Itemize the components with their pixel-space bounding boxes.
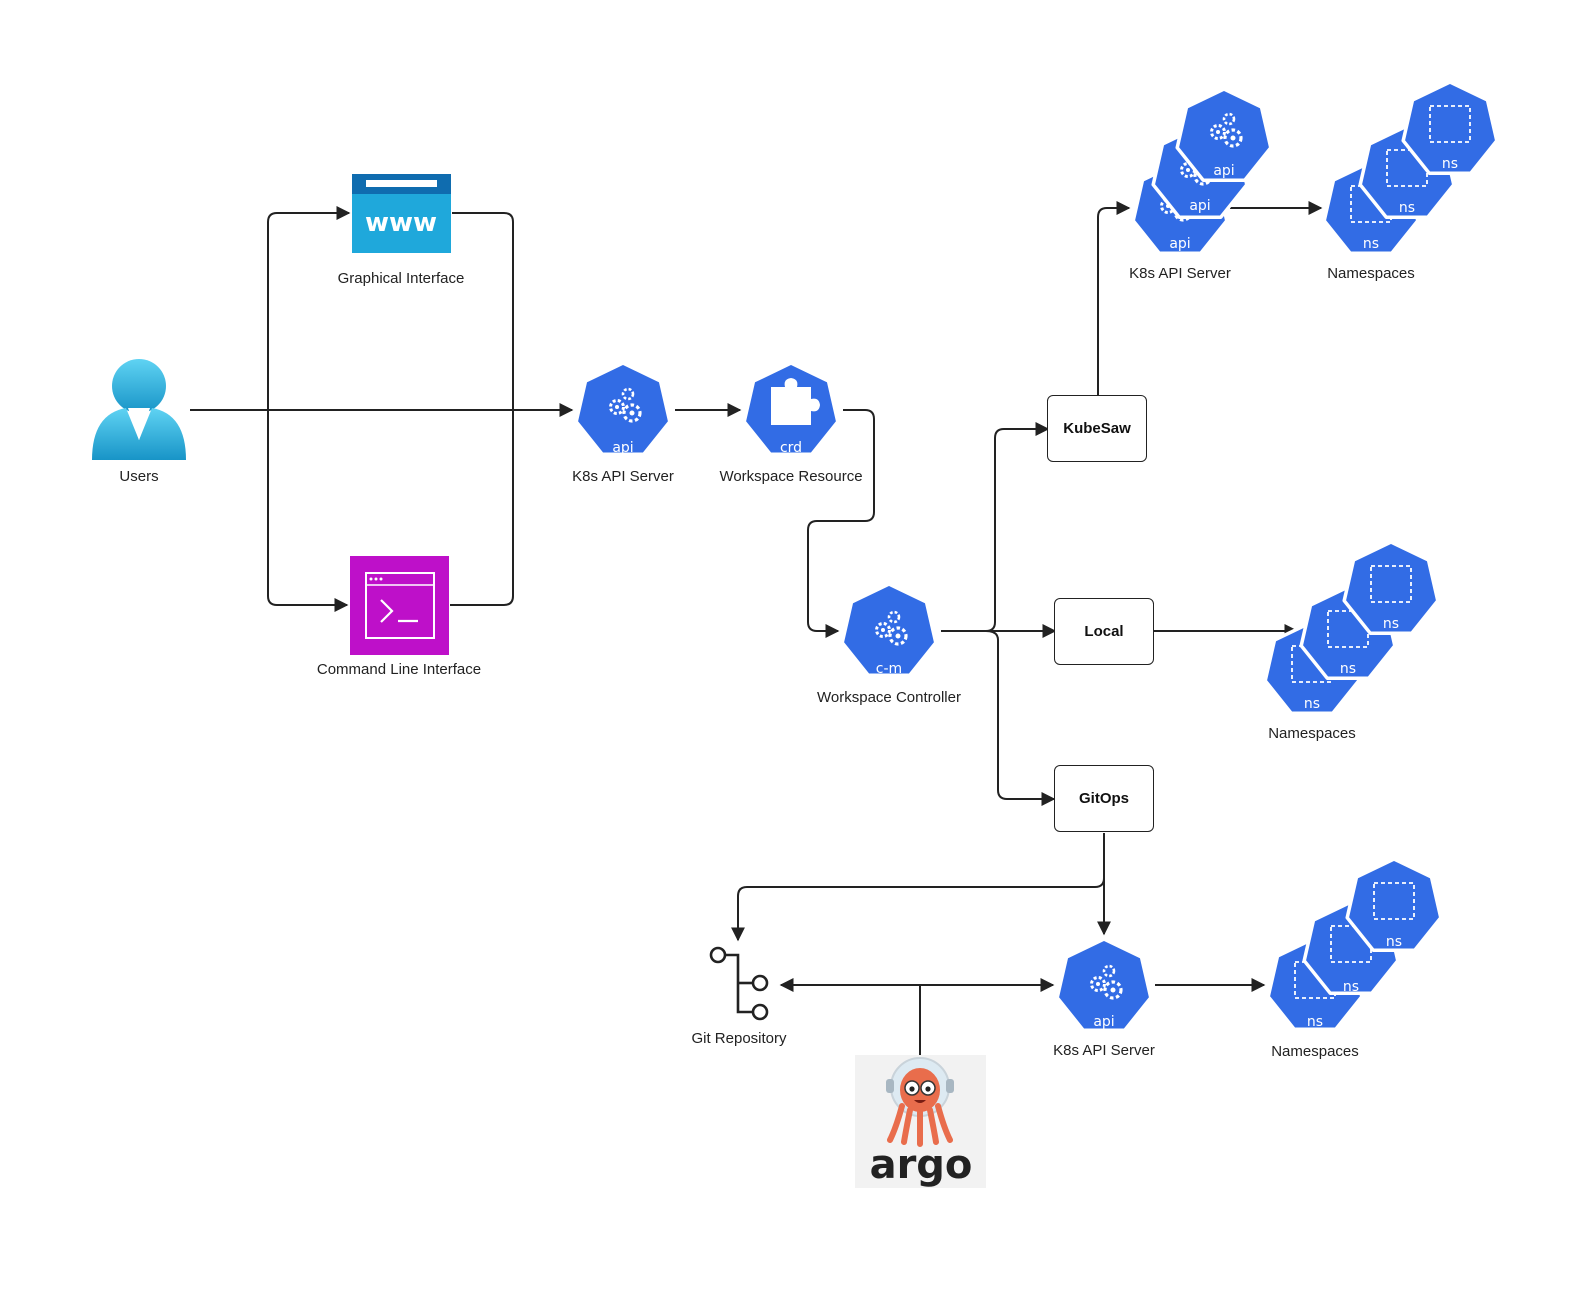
argo-wordmark: argo bbox=[870, 1142, 973, 1188]
svg-text:ns: ns bbox=[1442, 156, 1458, 172]
edge-cli-api bbox=[450, 410, 514, 606]
edge-controller-gitops bbox=[985, 630, 1056, 806]
ns-kubesaw-label: Namespaces bbox=[1327, 265, 1415, 282]
terminal-icon bbox=[350, 556, 449, 655]
namespaces-icon-gitops: ns ns ns bbox=[1266, 857, 1443, 1031]
namespaces-icon-kubesaw: ns ns ns bbox=[1322, 80, 1499, 255]
svg-text:ns: ns bbox=[1304, 696, 1320, 712]
k8s-api-cluster-icon: api api api bbox=[1131, 87, 1273, 255]
git-repo-label: Git Repository bbox=[691, 1030, 787, 1047]
ns-local-label: Namespaces bbox=[1268, 725, 1356, 742]
edge-crd-controller bbox=[807, 409, 875, 638]
ns-gitops-label: Namespaces bbox=[1271, 1043, 1359, 1060]
svg-text:api: api bbox=[1189, 198, 1210, 214]
www-icon-text: www bbox=[365, 208, 437, 238]
argo-logo: argo bbox=[855, 1055, 986, 1188]
api-badge: api bbox=[612, 440, 633, 456]
crd-puzzle-icon: crd bbox=[742, 361, 840, 456]
users-icon bbox=[92, 359, 186, 460]
gui-label: Graphical Interface bbox=[337, 270, 465, 287]
edge-gui-api bbox=[452, 212, 514, 410]
api-kubesaw-label: K8s API Server bbox=[1129, 265, 1231, 282]
kubesaw-box: KubeSaw bbox=[1047, 395, 1147, 462]
edge-gitops-repo bbox=[731, 833, 1105, 942]
api-gitops-label: K8s API Server bbox=[1053, 1042, 1155, 1059]
svg-text:ns: ns bbox=[1386, 934, 1402, 950]
edge-users-cli bbox=[267, 410, 349, 612]
svg-text:api: api bbox=[1093, 1014, 1114, 1030]
svg-text:ns: ns bbox=[1343, 979, 1359, 995]
edge-users-gui bbox=[267, 206, 351, 410]
svg-text:api: api bbox=[1169, 236, 1190, 252]
cli-label: Command Line Interface bbox=[316, 661, 482, 678]
local-box: Local bbox=[1054, 598, 1154, 665]
k8s-api-icon-gitops: api bbox=[1055, 937, 1153, 1032]
crd-badge: crd bbox=[780, 440, 802, 456]
gitops-box: GitOps bbox=[1054, 765, 1154, 832]
api-main-label: K8s API Server bbox=[572, 468, 674, 485]
svg-text:api: api bbox=[1213, 163, 1234, 179]
svg-text:ns: ns bbox=[1307, 1014, 1323, 1030]
edge-kubesaw-api bbox=[1097, 201, 1131, 395]
users-label: Users bbox=[119, 468, 159, 485]
git-branch-icon bbox=[709, 946, 769, 1021]
namespaces-icon-local: ns ns ns bbox=[1263, 540, 1440, 715]
svg-text:ns: ns bbox=[1399, 200, 1415, 216]
svg-text:ns: ns bbox=[1383, 616, 1399, 632]
svg-text:ns: ns bbox=[1340, 661, 1356, 677]
crd-label: Workspace Resource bbox=[719, 468, 863, 485]
cm-badge: c-m bbox=[876, 661, 902, 677]
connectors bbox=[190, 201, 1323, 1055]
www-icon: www bbox=[352, 174, 451, 253]
k8s-api-icon: api bbox=[574, 361, 672, 456]
edge-controller-kubesaw bbox=[985, 422, 1050, 632]
svg-text:ns: ns bbox=[1363, 236, 1379, 252]
controller-label: Workspace Controller bbox=[817, 689, 961, 706]
controller-manager-icon: c-m bbox=[840, 582, 938, 677]
